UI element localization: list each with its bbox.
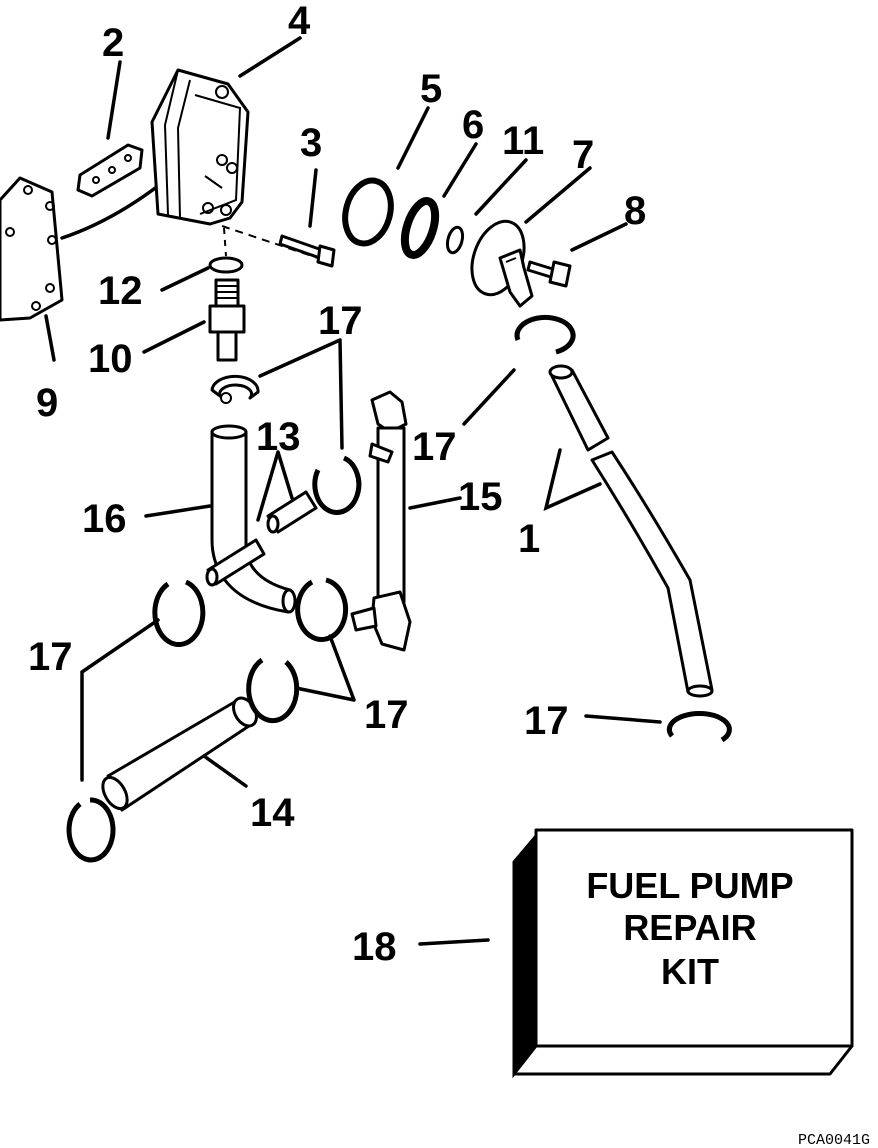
part-15-fuel-line-assembly bbox=[350, 390, 412, 652]
part-3-bolt bbox=[278, 234, 336, 268]
clamp-f bbox=[246, 657, 300, 724]
clamp-c bbox=[514, 314, 576, 355]
callout-13: 13 bbox=[256, 415, 301, 459]
part-5-o-ring bbox=[342, 177, 394, 247]
part-9-gasket-plate bbox=[0, 176, 160, 322]
callout-17-c: 17 bbox=[28, 635, 73, 679]
clamp-e bbox=[295, 577, 349, 642]
part-7-cover bbox=[470, 219, 534, 308]
callout-1: 1 bbox=[518, 517, 540, 561]
clamp-g bbox=[66, 797, 116, 863]
part-11-seal bbox=[445, 225, 465, 255]
callout-14: 14 bbox=[250, 791, 295, 835]
callout-10: 10 bbox=[88, 337, 133, 381]
callout-8: 8 bbox=[624, 189, 646, 233]
callout-15: 15 bbox=[458, 475, 503, 519]
callout-17-d: 17 bbox=[364, 693, 409, 737]
part-2-small-gasket bbox=[76, 143, 144, 198]
part-4-pump-body bbox=[150, 68, 250, 226]
kit-label-line-2: REPAIR bbox=[623, 907, 756, 948]
drawing-code: PCA0041G bbox=[798, 1132, 870, 1148]
kit-label-line-3: KIT bbox=[661, 951, 719, 992]
callout-17-b: 17 bbox=[412, 425, 457, 469]
clamp-b bbox=[312, 455, 362, 515]
kit-label-line-1: FUEL PUMP bbox=[586, 865, 793, 906]
clamp-a bbox=[210, 374, 260, 400]
part-1-fuel-hose bbox=[548, 364, 714, 698]
callout-7: 7 bbox=[572, 133, 594, 177]
callout-2: 2 bbox=[102, 21, 124, 65]
leader-lines bbox=[44, 36, 662, 946]
part-13-connector-tubes bbox=[205, 490, 318, 587]
callout-4: 4 bbox=[288, 0, 311, 43]
part-10-fitting bbox=[208, 278, 246, 362]
callout-9: 9 bbox=[36, 381, 58, 425]
callout-18: 18 bbox=[352, 925, 397, 969]
clamp-h bbox=[666, 711, 732, 743]
callout-6: 6 bbox=[462, 103, 484, 147]
part-8-screw bbox=[526, 260, 572, 288]
part-17-clamps bbox=[66, 314, 732, 863]
part-6-diaphragm bbox=[400, 197, 440, 259]
part-14-straight-hose bbox=[101, 696, 258, 812]
callout-16: 16 bbox=[82, 497, 127, 541]
callout-5: 5 bbox=[420, 67, 442, 111]
callout-17-a: 17 bbox=[318, 299, 363, 343]
clamp-d bbox=[152, 579, 206, 647]
callout-3: 3 bbox=[300, 121, 322, 165]
callout-11: 11 bbox=[502, 119, 544, 163]
callout-17-e: 17 bbox=[524, 699, 569, 743]
callout-12: 12 bbox=[98, 269, 143, 313]
part-12-o-ring bbox=[208, 256, 244, 274]
part-18-repair-kit-box bbox=[512, 828, 854, 1079]
